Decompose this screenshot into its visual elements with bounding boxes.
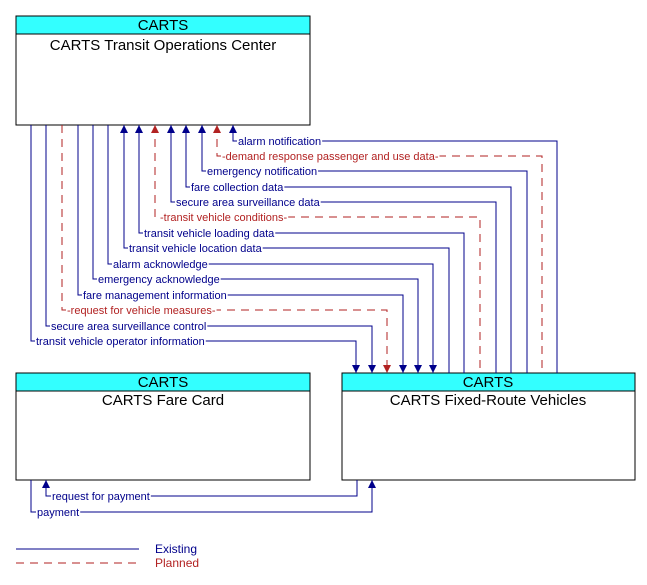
- flow-line: [45, 125, 373, 373]
- flow-arrow: [352, 365, 360, 373]
- flow-label: secure area surveillance control: [51, 321, 206, 333]
- flow-line: [201, 125, 528, 373]
- flow-demand-response-passenger-and-use-data[interactable]: -demand response passenger and use data-: [213, 125, 543, 373]
- flow-label: secure area surveillance data: [176, 197, 321, 209]
- flow-label-bg: [143, 226, 276, 238]
- flow-label-bg: [190, 180, 285, 192]
- flow-arrow: [368, 480, 376, 488]
- flow-label: fare collection data: [191, 182, 284, 194]
- flow-arrow: [198, 125, 206, 133]
- flow-label: emergency notification: [207, 166, 317, 178]
- flow-label-bg: [175, 195, 321, 207]
- flow-payment[interactable]: payment: [30, 480, 376, 519]
- flow-label-bg: [159, 210, 289, 222]
- flow-arrow: [213, 125, 221, 133]
- flow-label-bg: [221, 149, 440, 161]
- flow-alarm-notification[interactable]: alarm notification: [229, 125, 558, 373]
- toc-name-label: CARTS Transit Operations Center: [50, 37, 276, 54]
- flow-label: transit vehicle location data: [129, 243, 263, 255]
- entity-fare-card[interactable]: CARTS CARTS Fare Card: [15, 372, 311, 481]
- flow-arrow: [42, 480, 50, 488]
- flow-emergency-notification[interactable]: emergency notification: [198, 125, 528, 373]
- flow-line: [154, 125, 481, 373]
- flow-label-bg: [112, 257, 209, 269]
- flow-label: -transit vehicle conditions-: [160, 212, 288, 224]
- flow-label-bg: [35, 334, 206, 346]
- flow-label: alarm notification: [238, 136, 321, 148]
- flow-label-bg: [51, 489, 151, 501]
- flow-arrow: [182, 125, 190, 133]
- entity-toc[interactable]: CARTS CARTS Transit Operations Center: [15, 15, 311, 126]
- flow-label: fare management information: [83, 290, 227, 302]
- flow-line: [77, 125, 404, 373]
- entity-vehicles[interactable]: CARTS CARTS Fixed-Route Vehicles: [341, 372, 636, 481]
- toc-group-label: CARTS: [138, 17, 189, 34]
- flow-label: -request for vehicle measures-: [67, 305, 216, 317]
- flow-label: emergency acknowledge: [98, 274, 220, 286]
- legend-planned-label: Planned: [155, 556, 199, 570]
- flow-transit-vehicle-loading-data[interactable]: transit vehicle loading data: [135, 125, 465, 373]
- flow-label-bg: [128, 241, 263, 253]
- legend-existing-label: Existing: [155, 542, 197, 556]
- flow-label-bg: [237, 134, 323, 146]
- flow-label: request for payment: [52, 491, 150, 503]
- flow-line: [216, 125, 543, 373]
- flow-line: [123, 125, 450, 373]
- flow-label: transit vehicle loading data: [144, 228, 275, 240]
- flow-transit-vehicle-conditions[interactable]: -transit vehicle conditions-: [151, 125, 481, 373]
- flow-arrow: [229, 125, 237, 133]
- flow-line: [107, 125, 434, 373]
- flow-label: transit vehicle operator information: [36, 336, 205, 348]
- flow-transit-vehicle-location-data[interactable]: transit vehicle location data: [120, 125, 450, 373]
- flow-emergency-acknowledge[interactable]: emergency acknowledge: [92, 125, 422, 373]
- flow-arrow: [414, 365, 422, 373]
- flow-line: [170, 125, 497, 373]
- flow-line: [185, 125, 512, 373]
- flow-label: -demand response passenger and use data-: [222, 151, 439, 163]
- flow-label-bg: [82, 288, 228, 300]
- flow-fare-management-information[interactable]: fare management information: [77, 125, 407, 373]
- flow-label-bg: [50, 319, 208, 331]
- flow-secure-area-surveillance-control[interactable]: secure area surveillance control: [45, 125, 376, 373]
- flow-secure-area-surveillance-data[interactable]: secure area surveillance data: [167, 125, 497, 373]
- flow-transit-vehicle-operator-information[interactable]: transit vehicle operator information: [30, 125, 360, 373]
- flow-label-bg: [66, 303, 217, 315]
- flow-label-bg: [97, 272, 221, 284]
- flow-label: alarm acknowledge: [113, 259, 208, 271]
- flow-label-bg: [36, 505, 81, 517]
- flow-label: payment: [37, 507, 79, 519]
- flow-request-for-vehicle-measures[interactable]: -request for vehicle measures-: [61, 125, 391, 373]
- flow-arrow: [151, 125, 159, 133]
- flow-arrow: [429, 365, 437, 373]
- vehicles-name-label: CARTS Fixed-Route Vehicles: [390, 392, 586, 409]
- flow-arrow: [167, 125, 175, 133]
- flow-line: [30, 480, 373, 513]
- flow-arrow: [135, 125, 143, 133]
- flow-alarm-acknowledge[interactable]: alarm acknowledge: [107, 125, 437, 373]
- flow-line: [138, 125, 465, 373]
- flow-arrow: [368, 365, 376, 373]
- flow-fare-collection-data[interactable]: fare collection data: [182, 125, 512, 373]
- flows-layer: alarm notification -demand response passe…: [30, 125, 558, 519]
- flow-request-for-payment[interactable]: request for payment: [42, 480, 358, 503]
- fare-card-group-label: CARTS: [138, 374, 189, 391]
- legend: Existing Planned: [16, 542, 199, 570]
- flow-label-bg: [206, 164, 319, 176]
- flow-arrow: [120, 125, 128, 133]
- flow-arrow: [383, 365, 391, 373]
- fare-card-name-label: CARTS Fare Card: [102, 392, 224, 409]
- vehicles-group-label: CARTS: [463, 374, 514, 391]
- flow-arrow: [399, 365, 407, 373]
- flow-line: [92, 125, 419, 373]
